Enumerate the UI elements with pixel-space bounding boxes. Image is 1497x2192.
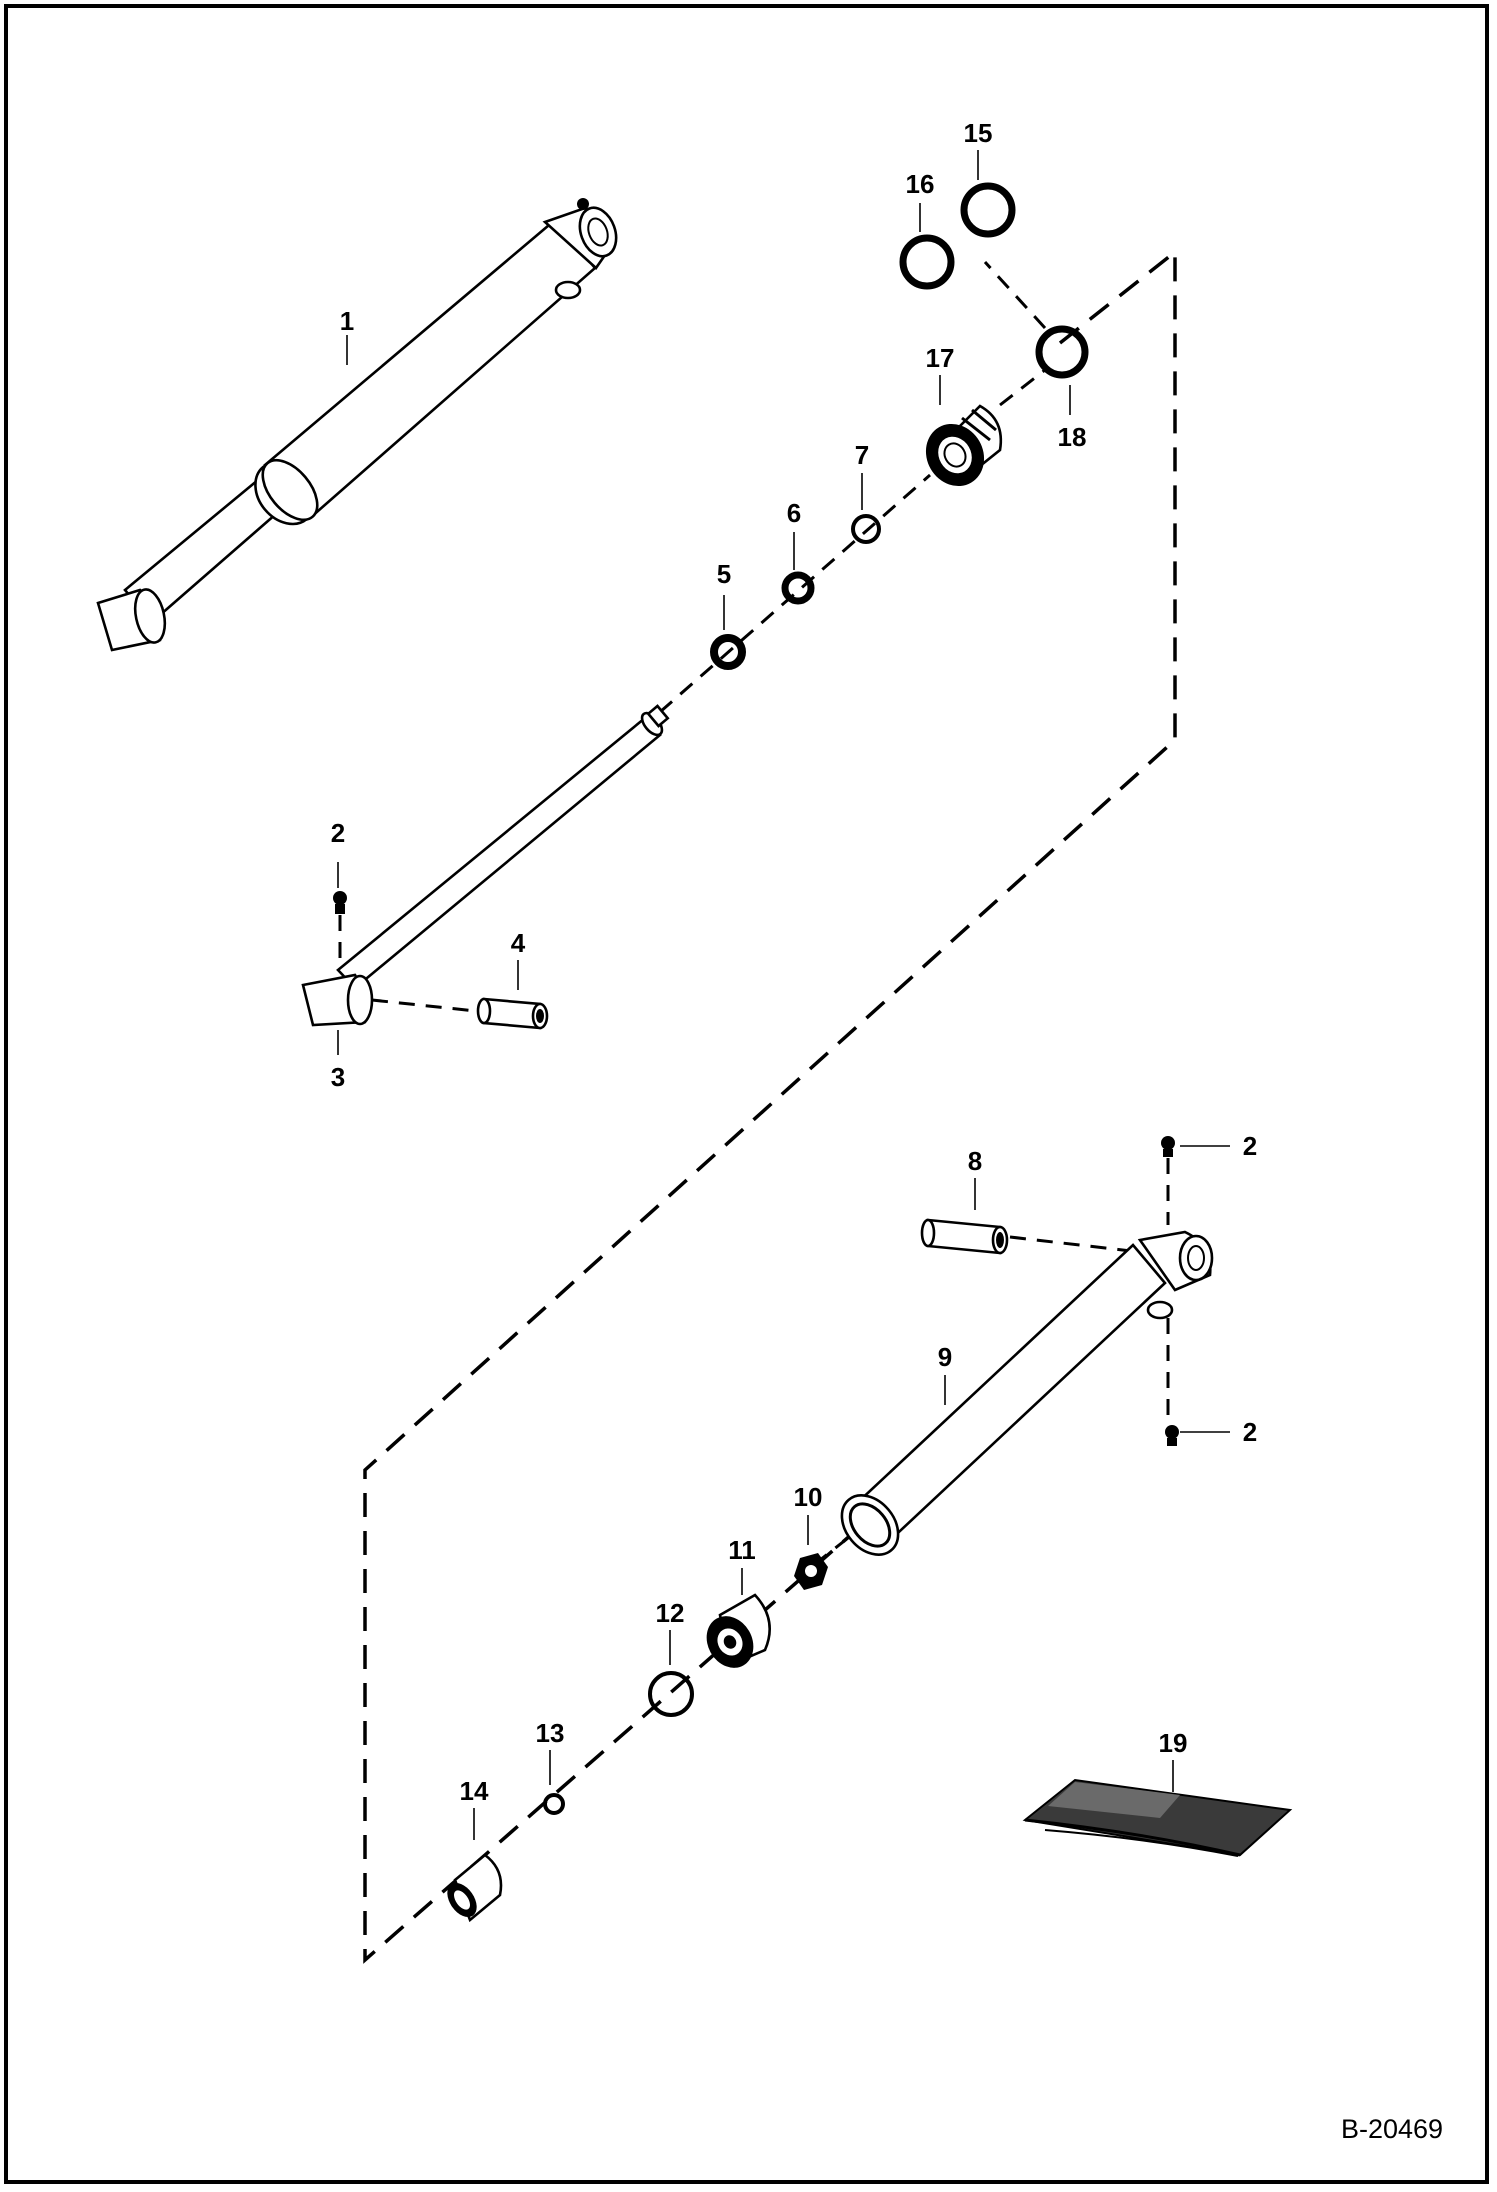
callout-12: 12: [656, 1598, 685, 1628]
grease-fitting-icon: [1161, 1136, 1175, 1157]
part-7-o-ring: [851, 514, 881, 544]
part-18-o-ring: [1035, 325, 1089, 379]
callout-1: 1: [340, 306, 354, 336]
callout-5: 5: [717, 559, 731, 589]
part-10-nut: [794, 1553, 828, 1590]
part-17-gland: [925, 404, 1003, 487]
callout-17: 17: [926, 343, 955, 373]
callout-10: 10: [794, 1482, 823, 1512]
callout-3: 3: [331, 1062, 345, 1092]
assembly-outline: [363, 248, 1177, 1964]
part-9-barrel: [840, 1230, 1214, 1556]
callout-4: 4: [511, 928, 526, 958]
callout-labels: 1 2 2 2 3 4 5 6 7 8 9 10 11 12 13 14 15 …: [331, 118, 1257, 1806]
callout-7: 7: [855, 440, 869, 470]
drawing-number: B-20469: [1341, 2114, 1443, 2144]
callout-8: 8: [968, 1146, 982, 1176]
part-3-rod: [301, 704, 670, 1027]
part-16-o-ring: [899, 234, 955, 290]
callout-11: 11: [728, 1535, 756, 1565]
path-rod-17: [659, 473, 931, 714]
callout-18: 18: [1058, 422, 1087, 452]
grease-fitting-icon: [333, 891, 347, 914]
path-18-15: [983, 260, 1047, 330]
part-15-backup-ring: [960, 182, 1016, 238]
part-8-bushing: [920, 1218, 1009, 1255]
path-8-9: [1009, 1235, 1141, 1254]
part-5-seal-ring: [710, 634, 746, 670]
callout-14: 14: [460, 1776, 489, 1806]
drawing-border: [4, 4, 1489, 2184]
callout-15: 15: [964, 118, 993, 148]
callout-6: 6: [787, 498, 801, 528]
path-9-10: [819, 1536, 849, 1562]
path-3-4: [371, 998, 486, 1014]
callout-9: 9: [938, 1342, 952, 1372]
grease-fitting-icon: [1165, 1425, 1179, 1446]
part-11-piston: [706, 1593, 771, 1668]
callout-16: 16: [906, 169, 935, 199]
part-1-cylinder-assembly: [96, 198, 618, 652]
part-14-bushing: [447, 1853, 503, 1923]
callout-2-barrel-top: 2: [1243, 1131, 1257, 1161]
callout-2-barrel-bottom: 2: [1243, 1417, 1257, 1447]
part-19-seal-kit: [1022, 1778, 1293, 1857]
path-17-18: [999, 368, 1046, 407]
grease-fitting-parts: [333, 891, 1179, 1446]
part-6-seal-ring: [781, 571, 815, 605]
part-4-bushing: [476, 997, 549, 1030]
callout-2-rod: 2: [331, 818, 345, 848]
part-12-o-ring: [648, 1671, 694, 1717]
callout-19: 19: [1159, 1728, 1188, 1758]
assembly-path-lines: [338, 248, 1177, 1964]
seal-ring-parts: [543, 182, 1089, 1815]
leader-lines: [337, 150, 1230, 1840]
callout-13: 13: [536, 1718, 565, 1748]
part-13-o-ring: [543, 1793, 565, 1815]
